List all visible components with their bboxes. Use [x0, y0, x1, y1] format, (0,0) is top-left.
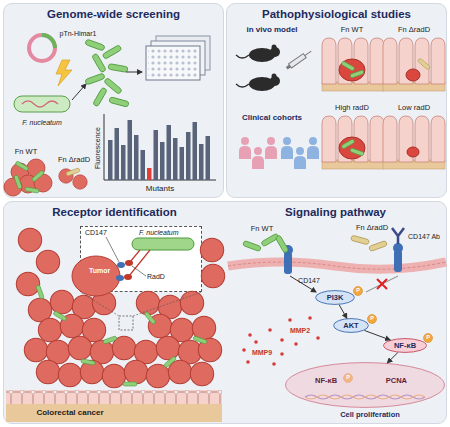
node-text: PI3K	[327, 294, 344, 302]
panel-title: Genome-wide screening	[4, 8, 223, 21]
arrow-connector	[339, 305, 347, 318]
strain-label: Fn ΔradD	[58, 156, 90, 164]
node-text: NF-κB	[394, 342, 416, 350]
section-label: in vivo model	[246, 26, 297, 34]
receptor-label: CD147	[298, 277, 320, 284]
protein-oval: AKT	[333, 318, 369, 333]
strain-label: Fn ΔradD	[398, 26, 430, 34]
inset-text: CD147	[85, 229, 107, 236]
strain-label: Fn WT	[341, 26, 364, 34]
inset-text: F. nucleatum	[139, 229, 179, 236]
inset-text: Tumor	[89, 267, 110, 274]
protein-label: MMP9	[252, 349, 272, 356]
inset-text: RadD	[147, 273, 165, 280]
protein-oval: PI3K	[315, 290, 355, 305]
phospho-label: P	[346, 375, 350, 381]
outcome-label: Cell proliferation	[340, 411, 400, 419]
panel-title: Signaling pathway	[225, 206, 446, 219]
phospho-label: P	[426, 335, 430, 341]
panel-title: Receptor identification	[4, 206, 225, 219]
node-text: PCNA	[386, 377, 407, 385]
tissue-label: Colorectal cancer	[36, 409, 103, 417]
nucleus-ellipse: NF-κB PCNA	[285, 362, 445, 408]
phospho-label: P	[370, 316, 374, 322]
panel-title: Pathophysiological studies	[227, 8, 446, 21]
arrow-connector	[387, 353, 397, 363]
axis-label: Fluorescence	[94, 127, 101, 169]
node-text: AKT	[343, 322, 358, 330]
organism-label: F. nucleatum	[22, 119, 62, 126]
strain-label: Fn ΔradD	[356, 224, 388, 232]
group-label: Low radD	[398, 104, 430, 112]
axis-label: Mutants	[146, 185, 174, 193]
part-label: pTn-Himar1	[60, 30, 97, 37]
arrow-connector	[364, 330, 390, 339]
section-label: Clinical cohorts	[242, 114, 302, 122]
group-label: High radD	[335, 104, 369, 112]
phospho-label: P	[356, 288, 360, 294]
strain-label: Fn WT	[251, 225, 274, 233]
protein-oval: NF-κB	[383, 338, 427, 353]
strain-label: Fn WT	[15, 148, 38, 156]
protein-label: MMP2	[290, 327, 310, 334]
node-text: NF-κB	[315, 377, 337, 385]
antibody-label: CD147 Ab	[408, 233, 440, 240]
ellipse-outline	[285, 362, 445, 408]
